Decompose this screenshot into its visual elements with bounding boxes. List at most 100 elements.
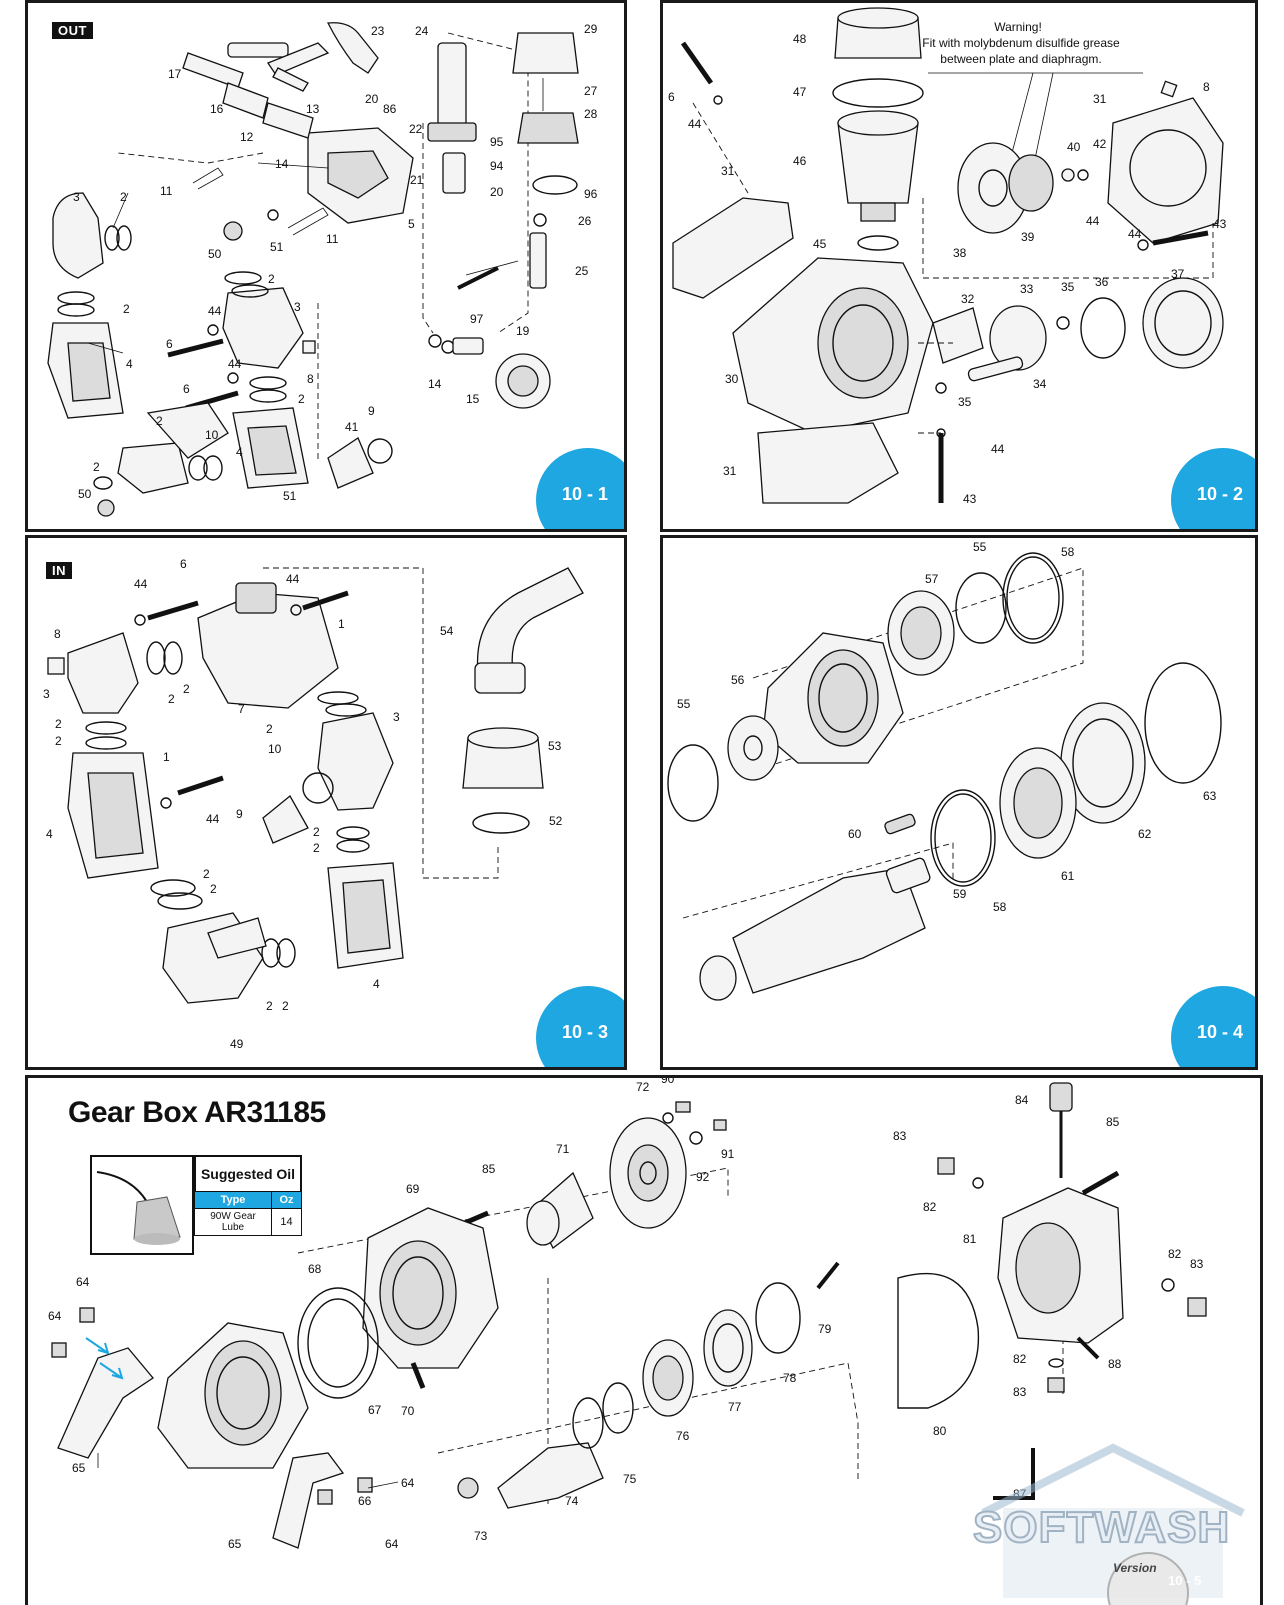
part-callout: 50: [78, 487, 92, 501]
callout-labels-10-5: 89 90 72 84 71 85 91 92 83 85 69 82 81 6…: [48, 1078, 1204, 1551]
svg-text:Fit with molybdenum disulfide: Fit with molybdenum disulfide grease: [922, 36, 1120, 50]
part-callout: 20: [365, 92, 379, 106]
oil-type-value: 90W Gear Lube: [194, 1208, 272, 1236]
part-callout: 2: [266, 999, 273, 1013]
part-callout: 64: [401, 1476, 415, 1490]
part-callout: 6: [183, 382, 190, 396]
part-callout: 80: [933, 1424, 947, 1438]
part-callout: 26: [578, 214, 592, 228]
part-callout: 63: [1203, 789, 1217, 803]
diagram-panel-10-5: Gear Box AR31185 Suggested Oil Type Oz 9…: [25, 1075, 1263, 1605]
part-callout: 88: [1108, 1357, 1122, 1371]
panel-tag-in: IN: [46, 562, 72, 579]
part-callout: 81: [963, 1232, 977, 1246]
part-callout: 31: [1093, 92, 1107, 106]
part-callout: 1: [338, 617, 345, 631]
oil-table: Type Oz 90W Gear Lube 14: [194, 1191, 302, 1236]
part-callout: 1: [163, 750, 170, 764]
part-callout: 9: [236, 807, 243, 821]
part-callout: 5: [408, 217, 415, 231]
exploded-view-crankshaft: 55 58 57 56 55 63 60 62 61 59 58: [667, 540, 1222, 1001]
part-callout: 2: [203, 867, 210, 881]
part-callout: 82: [1168, 1247, 1182, 1261]
part-callout: 9: [368, 404, 375, 418]
part-callout: 48: [793, 32, 807, 46]
oil-can-box: [90, 1155, 194, 1255]
svg-text:Warning!: Warning!: [994, 20, 1042, 34]
part-callout: 23: [371, 24, 385, 38]
part-callout: 20: [490, 185, 504, 199]
part-callout: 78: [783, 1371, 797, 1385]
part-callout: 79: [818, 1322, 832, 1336]
warning-note: Warning! Fit with molybdenum disulfide g…: [922, 20, 1120, 66]
part-callout: 4: [126, 357, 133, 371]
oil-oz-value: 14: [271, 1208, 302, 1236]
part-callout: 40: [1067, 140, 1081, 154]
part-callout: 58: [1061, 545, 1075, 559]
part-callout: 22: [409, 122, 423, 136]
part-callout: 31: [723, 464, 737, 478]
part-callout: 8: [54, 627, 61, 641]
part-callout: 2: [93, 460, 100, 474]
part-callout: 74: [565, 1494, 579, 1508]
part-callout: 70: [401, 1404, 415, 1418]
part-callout: 2: [55, 717, 62, 731]
part-callout: 44: [228, 357, 242, 371]
part-callout: 17: [168, 67, 182, 81]
part-callout: 86: [383, 102, 397, 116]
part-callout: 44: [1128, 227, 1142, 241]
svg-text:between plate and diaphragm.: between plate and diaphragm.: [940, 52, 1101, 66]
part-callout: 3: [393, 710, 400, 724]
callout-labels-10-3: 6 44 44 1 8 3 2 2 7 54 2 2 2 3 1 10 53 4…: [43, 557, 563, 1051]
exploded-view-out: 23 24 29 17 16 13 20 86 27 28 12 22 95 1…: [47, 22, 598, 517]
part-callout: 95: [490, 135, 504, 149]
part-callout: 13: [306, 102, 320, 116]
part-callout: 32: [961, 292, 975, 306]
part-callout: 30: [725, 372, 739, 386]
gearbox-title: Gear Box AR31185: [68, 1096, 326, 1129]
part-callout: 8: [307, 372, 314, 386]
part-callout: 55: [973, 540, 987, 554]
part-callout: 4: [236, 445, 243, 459]
part-callout: 42: [1093, 137, 1107, 151]
part-callout: 44: [206, 812, 220, 826]
part-callout: 76: [676, 1429, 690, 1443]
part-callout: 8: [1203, 80, 1210, 94]
part-callout: 34: [1033, 377, 1047, 391]
part-callout: 51: [270, 240, 284, 254]
part-callout: 2: [210, 882, 217, 896]
part-callout: 2: [282, 999, 289, 1013]
panel-badge-10-1: 10 - 1: [536, 448, 624, 529]
part-callout: 3: [73, 190, 80, 204]
softwash-watermark: SOFTWASH Version 10 - 5: [963, 1433, 1260, 1605]
part-callout: 38: [953, 246, 967, 260]
part-callout: 64: [76, 1275, 90, 1289]
part-callout: 2: [168, 692, 175, 706]
part-callout: 16: [210, 102, 224, 116]
diagram-panel-10-2: Warning! Fit with molybdenum disulfide g…: [660, 0, 1258, 532]
part-callout: 89: [686, 1078, 700, 1079]
part-callout: 44: [286, 572, 300, 586]
part-callout: 68: [308, 1262, 322, 1276]
callout-labels-10-2: 48 6 44 47 46 31 45 38 39 40 42 44 43 8 …: [668, 32, 1227, 506]
part-callout: 97: [470, 312, 484, 326]
part-callout: 69: [406, 1182, 420, 1196]
part-callout: 64: [48, 1309, 62, 1323]
part-callout: 47: [793, 85, 807, 99]
part-callout: 85: [482, 1162, 496, 1176]
panel-tag-out: OUT: [52, 22, 93, 39]
exploded-view-gearbox: 89 90 72 84 71 85 91 92 83 85 69 82 81 6…: [48, 1078, 1207, 1551]
part-callout: 72: [636, 1080, 650, 1094]
part-callout: 60: [848, 827, 862, 841]
part-callout: 41: [345, 420, 359, 434]
part-callout: 83: [893, 1129, 907, 1143]
oil-can-icon: [96, 1171, 181, 1245]
part-callout: 2: [183, 682, 190, 696]
callout-labels-10-4: 55 58 57 56 55 63 60 62 61 59 58: [677, 540, 1217, 914]
part-callout: 57: [925, 572, 939, 586]
part-callout: 58: [993, 900, 1007, 914]
part-callout: 19: [516, 324, 530, 338]
part-callout: 66: [358, 1494, 372, 1508]
part-callout: 43: [1213, 217, 1227, 231]
part-callout: 2: [313, 841, 320, 855]
